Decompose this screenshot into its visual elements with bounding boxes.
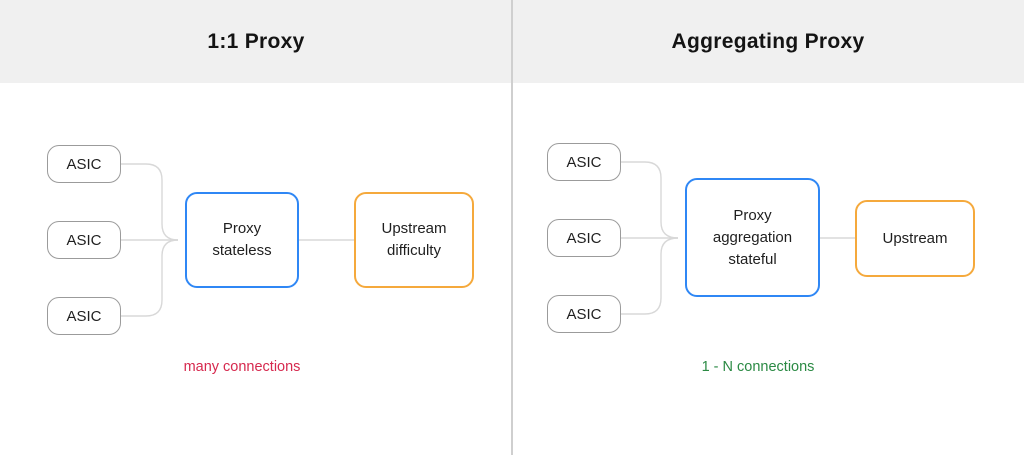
proxy-stateless-node: Proxy stateless [185, 192, 299, 288]
asic-label: ASIC [66, 155, 102, 173]
panel-divider [511, 0, 513, 455]
asic-label: ASIC [566, 229, 602, 247]
upstream-difficulty-node: Upstream difficulty [354, 192, 474, 288]
panel-title-one-to-one-proxy: 1:1 Proxy [207, 29, 305, 53]
header-left: 1:1 Proxy [0, 0, 512, 83]
proxy-stateless-label-line1: Proxy [222, 220, 262, 237]
note-one-to-n-connections: 1 - N connections [701, 359, 815, 375]
connector-right-asic1 [621, 161, 679, 239]
proxy-aggregation-label-line1: Proxy [733, 206, 772, 224]
upstream-node: Upstream [855, 200, 975, 277]
asic-label: ASIC [66, 231, 102, 249]
asic-node-right-3: ASIC [547, 295, 621, 333]
proxy-stateless-label-line2: stateless [212, 242, 272, 259]
note-many-connections: many connections [183, 359, 301, 375]
proxy-aggregation-label-line2: aggregation [712, 228, 793, 246]
asic-node-right-2: ASIC [547, 219, 621, 257]
header-right: Aggregating Proxy [512, 0, 1024, 83]
proxy-aggregation-label-line3: stateful [728, 250, 777, 268]
asic-node-right-1: ASIC [547, 143, 621, 181]
upstream-difficulty-label-line2: difficulty [387, 242, 441, 259]
connector-right-asic3 [621, 237, 679, 315]
proxy-aggregation-stateful-node: Proxy aggregation stateful [685, 178, 820, 297]
connector-left-asic1 [121, 163, 179, 241]
asic-label: ASIC [566, 153, 602, 171]
asic-node-left-3: ASIC [47, 297, 121, 335]
asic-label: ASIC [566, 305, 602, 323]
connector-left-asic3 [121, 239, 179, 317]
asic-node-left-2: ASIC [47, 221, 121, 259]
upstream-difficulty-label-line1: Upstream [381, 220, 447, 237]
asic-node-left-1: ASIC [47, 145, 121, 183]
asic-label: ASIC [66, 307, 102, 325]
upstream-label: Upstream [882, 229, 948, 247]
panel-title-aggregating-proxy: Aggregating Proxy [671, 29, 865, 53]
